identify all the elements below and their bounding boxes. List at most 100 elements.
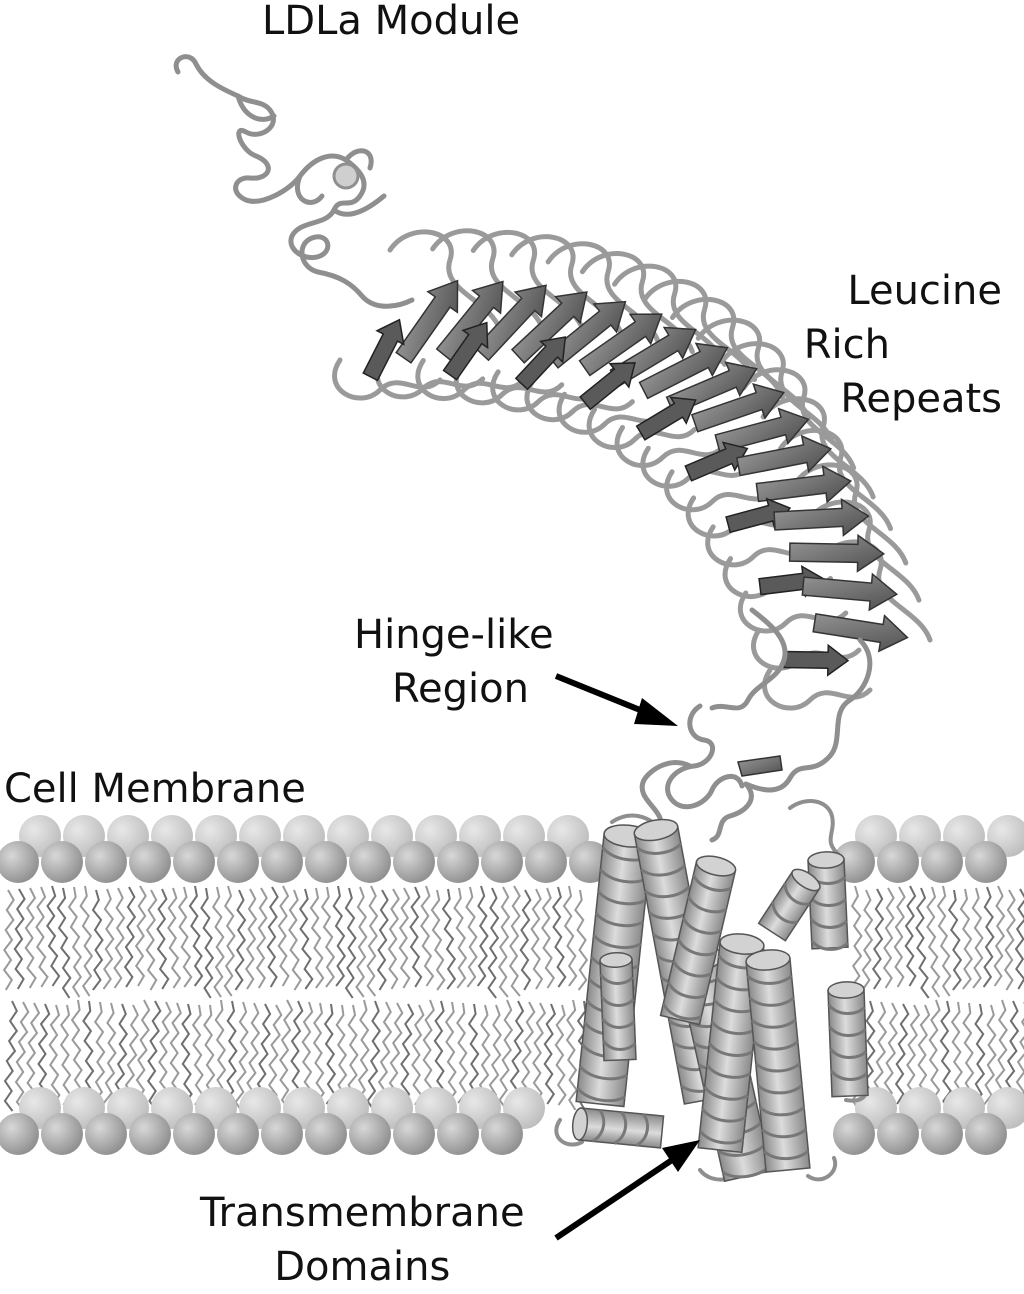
helix-cap	[745, 949, 791, 971]
helix-body	[577, 1107, 665, 1149]
leucine-rich-repeats-label: Leucine Rich Repeats	[804, 264, 1002, 426]
lipid-tail	[441, 888, 457, 990]
lipid-tail	[234, 1001, 249, 1113]
lipid-tail	[411, 1004, 425, 1106]
lipid-tail	[191, 1004, 204, 1106]
lrr-label-line-1: Leucine	[847, 268, 1002, 314]
lipid-tail	[48, 1004, 61, 1106]
lipid-tail	[188, 885, 204, 987]
lipid-tail	[400, 1003, 415, 1105]
lipid-head	[217, 1113, 259, 1155]
lipid-tail	[123, 886, 137, 988]
lipid-tail	[497, 886, 511, 998]
lipid-tail	[444, 1001, 457, 1113]
strand-arrow	[801, 572, 899, 612]
lrr-loop	[490, 369, 601, 413]
strand-arrow	[638, 342, 729, 400]
lipid-tail	[551, 886, 567, 988]
hinge-like-region-ribbon	[639, 607, 873, 843]
lipid-tail	[906, 1004, 921, 1106]
lipid-tail	[376, 889, 389, 991]
lipid-tail	[972, 1003, 986, 1105]
lipid-tail	[223, 1000, 238, 1112]
lipid-tail	[26, 1002, 41, 1104]
lipid-tail	[279, 999, 294, 1111]
lipid-tail	[332, 885, 347, 987]
lipid-tail	[14, 1001, 30, 1113]
lipid-head	[437, 1113, 479, 1155]
strand-arrow	[783, 643, 850, 677]
lipid-tail	[267, 1004, 283, 1106]
lipid-tail	[574, 889, 589, 991]
lipid-tail	[456, 1002, 469, 1104]
helix-cap	[695, 855, 737, 877]
transmembrane-domains-label: Transmembrane Domains	[200, 1186, 525, 1294]
lipid-head	[833, 1113, 875, 1155]
lrr-loop	[806, 499, 922, 603]
lipid-tail	[67, 886, 83, 998]
lipid-tail	[309, 887, 325, 989]
strand-arrow	[773, 498, 870, 537]
lipid-tail	[255, 887, 268, 989]
helix-wrap	[599, 973, 637, 1051]
lrr-loop	[586, 406, 698, 451]
lipid-tails	[2, 885, 1024, 1113]
lipid-tail	[1014, 888, 1024, 990]
lipid-head	[217, 841, 259, 883]
lipid-head	[393, 1113, 435, 1155]
helix-cap	[719, 933, 765, 955]
alpha-helix-cylinder	[757, 868, 821, 942]
lipid-head	[921, 841, 963, 883]
lipid-tail	[388, 1002, 404, 1104]
lipid-tail	[312, 1002, 325, 1104]
strand-arrow	[545, 300, 627, 369]
lipid-tail	[541, 887, 556, 989]
lrr-beta-strand	[510, 291, 588, 364]
lipid-tail	[420, 885, 435, 987]
alpha-helix-cylinder	[745, 949, 811, 1173]
strand-arrow	[578, 313, 663, 377]
lrr-beta-strand	[545, 300, 627, 369]
lipid-tail	[530, 888, 544, 990]
lipid-head	[437, 841, 479, 883]
lipid-tail	[915, 887, 930, 999]
lipid-heads-top-far	[19, 815, 1024, 857]
lipid-tail	[2, 889, 15, 991]
helix-cap	[599, 952, 633, 968]
lipid-tail	[91, 889, 104, 991]
lipid-head	[525, 841, 567, 883]
lipid-tail	[962, 1002, 975, 1104]
lipid-tail	[871, 888, 885, 990]
lipid-tail	[430, 889, 446, 991]
hinge-like-region-label: Hinge-like Region	[354, 608, 554, 716]
lipid-head	[921, 1113, 963, 1155]
alpha-helix-cylinder	[659, 855, 737, 1026]
lipid-tail	[476, 885, 489, 987]
lrr-loop	[642, 278, 758, 382]
lipid-head	[261, 1113, 303, 1155]
alpha-helix-cylinder	[599, 952, 637, 1062]
lipid-tail	[355, 886, 368, 998]
lipid-tail	[102, 888, 115, 990]
helix-wrap	[661, 874, 733, 1021]
lipid-tail	[939, 1000, 952, 1112]
alpha-helix-cylinder	[827, 981, 869, 1098]
lipid-tail	[335, 1004, 348, 1106]
lipid-tail	[245, 1002, 261, 1104]
lipid-head	[877, 1113, 919, 1155]
lipid-head	[41, 841, 83, 883]
lipid-tail	[387, 888, 400, 990]
lipid-head	[305, 841, 347, 883]
lipid-head	[41, 1113, 83, 1155]
lipid-tail	[56, 887, 72, 999]
hinge-label-line-1: Hinge-like	[354, 612, 554, 658]
ldla-module-label: LDLa Module	[262, 0, 521, 44]
lrr-loop	[415, 357, 526, 402]
lrr-beta-strand	[442, 321, 489, 381]
lipid-tail	[487, 887, 500, 999]
cell-membrane-label: Cell Membrane	[4, 766, 306, 812]
lipid-tail	[465, 886, 478, 988]
transmembrane-helix-bundle	[554, 799, 869, 1183]
lipid-tail	[519, 889, 532, 991]
lipid-tail	[167, 887, 182, 989]
